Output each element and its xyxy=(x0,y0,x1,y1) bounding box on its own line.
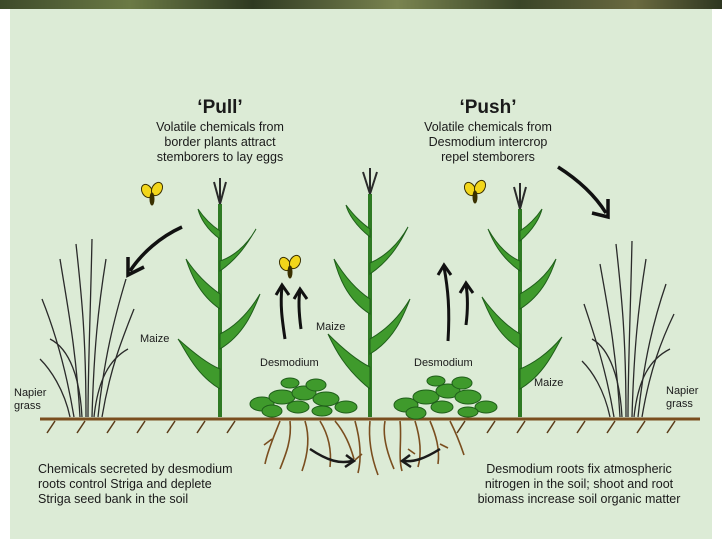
push-description-line: Volatile chemicals from xyxy=(385,120,591,135)
push-title: ‘Push’ xyxy=(428,97,548,119)
desmodium-clump-left xyxy=(250,378,357,417)
moth-icon xyxy=(462,178,488,203)
maize-center-label: Maize xyxy=(316,321,345,333)
pull-arrow xyxy=(128,227,182,275)
footer-line: Striga seed bank in the soil xyxy=(38,492,308,507)
pull-description: Volatile chemicals from border plants at… xyxy=(120,120,320,165)
napier-grass-right xyxy=(582,241,674,417)
footer-line: Chemicals secreted by desmodium xyxy=(38,462,308,477)
moth-icon xyxy=(277,253,303,278)
push-pull-illustration xyxy=(10,9,712,539)
desmodium-clump-right xyxy=(394,376,497,419)
label-line: Napier xyxy=(666,385,710,398)
volatile-arrows-right xyxy=(438,265,473,341)
label-line: grass xyxy=(14,400,58,413)
pull-title: ‘Pull’ xyxy=(160,97,280,119)
desmodium-right-label: Desmodium xyxy=(414,357,473,369)
napier-grass-left-label: Napier grass xyxy=(14,387,58,413)
footer-line: roots control Striga and deplete xyxy=(38,477,308,492)
footer-line: biomass increase soil organic matter xyxy=(450,492,708,507)
maize-left-label: Maize xyxy=(140,333,169,345)
footer-right-note: Desmodium roots fix atmospheric nitrogen… xyxy=(450,462,708,507)
push-arrow xyxy=(558,167,608,217)
maize-right-label: Maize xyxy=(534,377,563,389)
desmodium-left-label: Desmodium xyxy=(260,357,319,369)
label-line: Napier xyxy=(14,387,58,400)
background-photo-strip xyxy=(0,0,722,9)
diagram-panel: ‘Pull’ Volatile chemicals from border pl… xyxy=(10,9,712,539)
moth-icon xyxy=(139,180,165,205)
maize-plant-center xyxy=(328,168,410,417)
maize-plant-left xyxy=(178,178,260,417)
pull-description-line: Volatile chemicals from xyxy=(120,120,320,135)
napier-grass-right-label: Napier grass xyxy=(666,385,710,411)
push-description: Volatile chemicals from Desmodium interc… xyxy=(385,120,591,165)
pull-description-line: stemborers to lay eggs xyxy=(120,150,320,165)
footer-left-note: Chemicals secreted by desmodium roots co… xyxy=(38,462,308,507)
footer-line: nitrogen in the soil; shoot and root xyxy=(450,477,708,492)
label-line: grass xyxy=(666,398,710,411)
volatile-arrows-left xyxy=(276,285,307,339)
footer-line: Desmodium roots fix atmospheric xyxy=(450,462,708,477)
pull-description-line: border plants attract xyxy=(120,135,320,150)
push-description-line: repel stemborers xyxy=(385,150,591,165)
push-description-line: Desmodium intercrop xyxy=(385,135,591,150)
